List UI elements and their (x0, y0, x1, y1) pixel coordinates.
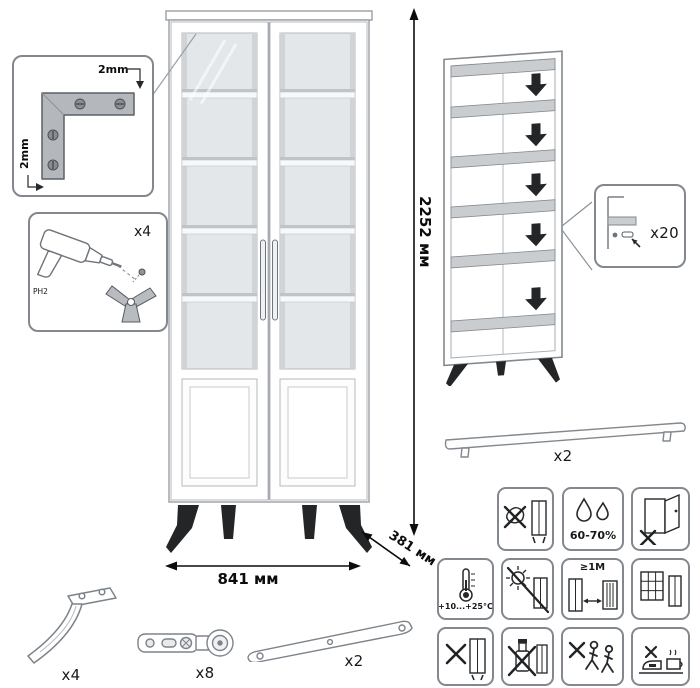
care-box-no-chemicals (501, 627, 554, 686)
no-climbing-icon (445, 637, 486, 680)
shelf-pin-detail-box: x20 (594, 184, 686, 268)
care-box-door-warning (631, 487, 690, 551)
care-box-humidity: 60-70% (562, 487, 624, 551)
leg-part-icon (27, 587, 117, 664)
shelf-pin-qty-label: x20 (650, 224, 679, 242)
temperature-range-label: +10...+25°C (438, 602, 493, 612)
corner-top-offset-label: 2mm (98, 63, 129, 76)
running-children-icon (568, 640, 614, 673)
depth-dimension-arrow (361, 531, 411, 567)
care-box-no-hot-objects (631, 627, 690, 686)
thermometer-icon (458, 568, 475, 603)
no-chemicals-icon (507, 638, 548, 676)
corner-bracket-detail-box: 2mm 2mm (12, 55, 154, 197)
width-dimension-arrow (165, 561, 361, 571)
humidity-range-label: 60-70% (569, 528, 617, 542)
sunlight-warning-icon (505, 566, 549, 614)
pin-callout-leader-lines (561, 201, 593, 271)
min-distance-label: ≥1M (579, 562, 606, 574)
drill-icon: x4 PH2 (33, 224, 157, 323)
height-dimension-label: 2252 мм (416, 196, 434, 268)
handle-qty-label: x2 (553, 447, 573, 465)
exploded-shelves (450, 99, 556, 333)
drill-qty-label: x4 (134, 224, 151, 240)
hinge-icon (137, 629, 234, 657)
brace-part-icon (247, 620, 413, 662)
drill-bit-label: PH2 (33, 287, 48, 296)
ventilation-icon (639, 571, 682, 607)
heat-distance-icon (567, 578, 618, 612)
drill-detail-box: x4 PH2 (28, 212, 168, 332)
open-door-warning-icon (639, 493, 680, 545)
hot-objects-icon (638, 645, 683, 674)
water-drops-icon (576, 497, 609, 522)
door-handles (260, 239, 278, 321)
brace-qty-label: x2 (344, 652, 364, 670)
corner-bracket-icon: 2mm 2mm (18, 63, 144, 191)
width-dimension-label: 841 мм (217, 570, 279, 588)
handle-icon (444, 422, 686, 458)
cabinet-shelves (181, 89, 356, 303)
hinge-qty-label: x8 (195, 664, 215, 682)
shelf-pin-icon (607, 196, 641, 249)
care-box-children-warning (561, 627, 624, 686)
no-abrasive-cleaning-icon (503, 500, 547, 544)
care-box-ventilation (631, 558, 690, 620)
cabinet-front-view (165, 10, 373, 553)
height-dimension-arrow (409, 8, 419, 536)
care-box-no-abrasives (497, 487, 554, 551)
corner-detail-leader-line (151, 33, 197, 97)
leg-bracket-icon (105, 285, 157, 323)
care-box-heat-distance: ≥1M (561, 558, 624, 620)
shelf-insert-arrows (522, 72, 550, 312)
care-box-temperature: +10...+25°C (437, 558, 494, 620)
corner-side-offset-label: 2mm (18, 138, 31, 169)
care-box-no-climbing (437, 627, 494, 686)
exploded-legs (446, 357, 560, 386)
care-box-no-sunlight (501, 558, 554, 620)
cabinet-exploded-view (443, 50, 593, 386)
leg-qty-label: x4 (61, 666, 81, 684)
cabinet-legs (166, 505, 372, 553)
